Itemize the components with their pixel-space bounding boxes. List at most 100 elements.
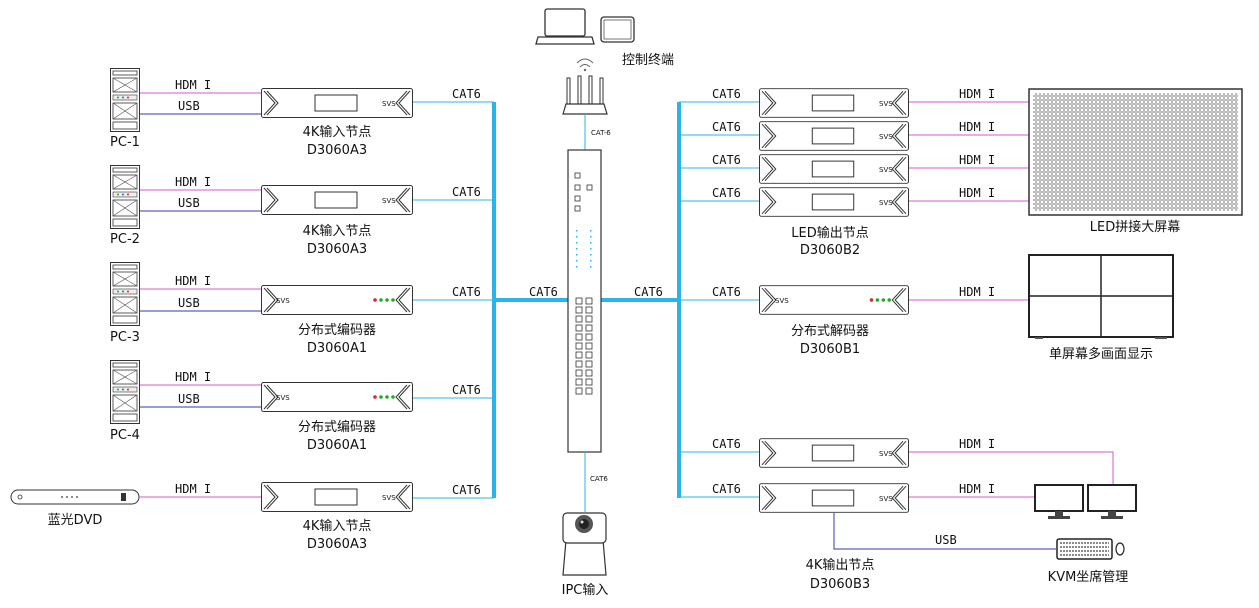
multiview-label: 单屏幕多画面显示 xyxy=(1049,346,1153,362)
node-5-title: 4K输入节点 xyxy=(303,518,372,534)
kvm-label: KVM坐席管理 xyxy=(1048,569,1129,585)
node-4-svs: SVS xyxy=(276,394,290,402)
pc-1-tower-icon xyxy=(110,68,140,132)
kvm-node-1-hdmi-label: HDM I xyxy=(959,437,995,451)
led-node-1-cat6-label: CAT6 xyxy=(712,87,741,101)
led-output-group: CAT6 SVS HDM I CAT6 SVS HDM I CAT6 SVS H… xyxy=(679,87,1243,258)
dvd-player-icon xyxy=(10,489,140,505)
decoder-cat6-label: CAT6 xyxy=(712,285,741,299)
led-node-2-svs: SVS xyxy=(879,133,893,141)
pc-4-hdmi-label: HDM I xyxy=(175,370,211,384)
led-node-4-cat6-label: CAT6 xyxy=(712,186,741,200)
source-row-pc-2: PC-2 HDM I USB SVS 4K输入节点 D3060A3 CAT6 xyxy=(110,165,494,257)
source-row-pc-1: PC-1 HDM I USB SVS 4K输入节点 D3060A3 CAT6 xyxy=(110,68,494,158)
node-2-title: 4K输入节点 xyxy=(303,223,372,239)
node-4-model: D3060A1 xyxy=(307,438,367,453)
pc-3-hdmi-label: HDM I xyxy=(175,274,211,288)
pc-1-usb-label: USB xyxy=(178,99,200,113)
decoder-svs: SVS xyxy=(775,297,789,305)
node-2-svs: SVS xyxy=(382,197,396,205)
led-node-2-cat6-label: CAT6 xyxy=(712,120,741,134)
led-group-title: LED输出节点 xyxy=(791,225,868,241)
led-group-model: D3060B2 xyxy=(800,243,860,258)
decoder-model: D3060B1 xyxy=(800,342,860,357)
led-node-2-hdmi-label: HDM I xyxy=(959,120,995,134)
pc-3-usb-label: USB xyxy=(178,296,200,310)
pc-4-label: PC-4 xyxy=(110,428,140,443)
switch-left-cat6-label: CAT6 xyxy=(529,285,558,299)
ipc-cat6-label: CAT6 xyxy=(590,475,608,483)
led-video-wall-icon xyxy=(1028,88,1243,216)
node-5-svs: SVS xyxy=(382,494,396,502)
ipc-label: IPC输入 xyxy=(562,582,609,598)
led-wall-label: LED拼接大屏幕 xyxy=(1090,219,1180,235)
pc-2-hdmi-label: HDM I xyxy=(175,175,211,189)
monitor-icon xyxy=(1087,484,1137,520)
kvm-node-2-svs: SVS xyxy=(879,495,893,503)
wireless-router xyxy=(562,58,608,115)
node-3-svs: SVS xyxy=(276,297,290,305)
kvm-node-2-hdmi-label: HDM I xyxy=(959,482,995,496)
wifi-icon xyxy=(576,58,594,72)
node-1-model: D3060A3 xyxy=(307,143,367,158)
kvm-node-1-cat6-label: CAT6 xyxy=(712,437,741,451)
kvm-node-model: D3060B3 xyxy=(810,577,870,592)
kvm-node-1-svs: SVS xyxy=(879,450,893,458)
decoder-hdmi-label: HDM I xyxy=(959,285,995,299)
kvm-node-title: 4K输出节点 xyxy=(806,557,875,573)
decoder-group: CAT6 SVS HDM I 分布式解码器 D3060B1 单屏幕多画面显示 xyxy=(679,254,1174,362)
kvm-output-group: CAT6 SVS HDM I CAT6 SVS HDM I USB 4K输出节点… xyxy=(679,437,1137,592)
node-3-cat6-label: CAT6 xyxy=(452,285,481,299)
led-node-4-svs: SVS xyxy=(879,199,893,207)
switch-right-cat6-label: CAT6 xyxy=(634,285,663,299)
pc-1-hdmi-label: HDM I xyxy=(175,78,211,92)
pc-2-label: PC-2 xyxy=(110,232,140,247)
monitor-icon xyxy=(1034,484,1084,520)
left-cat6-bus xyxy=(492,102,568,498)
node-4-cat6-label: CAT6 xyxy=(452,383,481,397)
tablet-icon xyxy=(600,16,635,43)
switch-top-ports xyxy=(574,172,593,212)
ptz-camera-icon xyxy=(562,512,607,576)
node-3-title: 分布式编码器 xyxy=(298,323,376,338)
led-node-3-hdmi-label: HDM I xyxy=(959,153,995,167)
core-switch xyxy=(567,149,602,453)
source-row-dvd: 蓝光DVD HDM I SVS 4K输入节点 D3060A3 CAT6 xyxy=(10,482,494,552)
router-icon xyxy=(562,75,608,115)
node-5-cat6-label: CAT6 xyxy=(452,483,481,497)
switch-status-leds xyxy=(576,230,592,268)
kvm-node-2-cat6-label: CAT6 xyxy=(712,482,741,496)
control-terminal-label: 控制终端 xyxy=(622,52,674,68)
decoder-title: 分布式解码器 xyxy=(791,324,869,339)
pc-3-tower-icon xyxy=(110,262,140,326)
dvd-hdmi-label: HDM I xyxy=(175,482,211,496)
pc-1-label: PC-1 xyxy=(110,135,140,150)
dvd-label: 蓝光DVD xyxy=(48,513,103,528)
node-1-title: 4K输入节点 xyxy=(303,124,372,140)
pc-2-usb-label: USB xyxy=(178,196,200,210)
pc-4-tower-icon xyxy=(110,360,140,424)
source-row-pc-4: PC-4 HDM I USB SVS 分布式编码器 D3060A1 CAT6 xyxy=(110,360,494,453)
pc-2-tower-icon xyxy=(110,165,140,229)
led-node-1-hdmi-label: HDM I xyxy=(959,87,995,101)
ipc-camera: IPC输入 xyxy=(562,512,609,598)
pc-4-usb-label: USB xyxy=(178,392,200,406)
node-5-model: D3060A3 xyxy=(307,537,367,552)
node-1-cat6-label: CAT6 xyxy=(452,87,481,101)
switch-ethernet-ports xyxy=(575,297,593,395)
control-terminal: 控制终端 xyxy=(535,8,674,68)
node-1-svs: SVS xyxy=(382,100,396,108)
laptop-icon xyxy=(535,8,595,45)
source-row-pc-3: PC-3 HDM I USB SVS 分布式编码器 D3060A1 CAT6 xyxy=(110,262,494,356)
led-node-3-svs: SVS xyxy=(879,166,893,174)
node-3-model: D3060A1 xyxy=(307,341,367,356)
right-cat6-bus xyxy=(601,102,681,498)
led-node-3-cat6-label: CAT6 xyxy=(712,153,741,167)
node-2-model: D3060A3 xyxy=(307,242,367,257)
keyboard-mouse-icon xyxy=(1056,538,1125,560)
pc-3-label: PC-3 xyxy=(110,330,140,345)
node-4-title: 分布式编码器 xyxy=(298,420,376,435)
led-node-4-hdmi-label: HDM I xyxy=(959,186,995,200)
router-cat6-label: CAT-6 xyxy=(591,129,611,137)
